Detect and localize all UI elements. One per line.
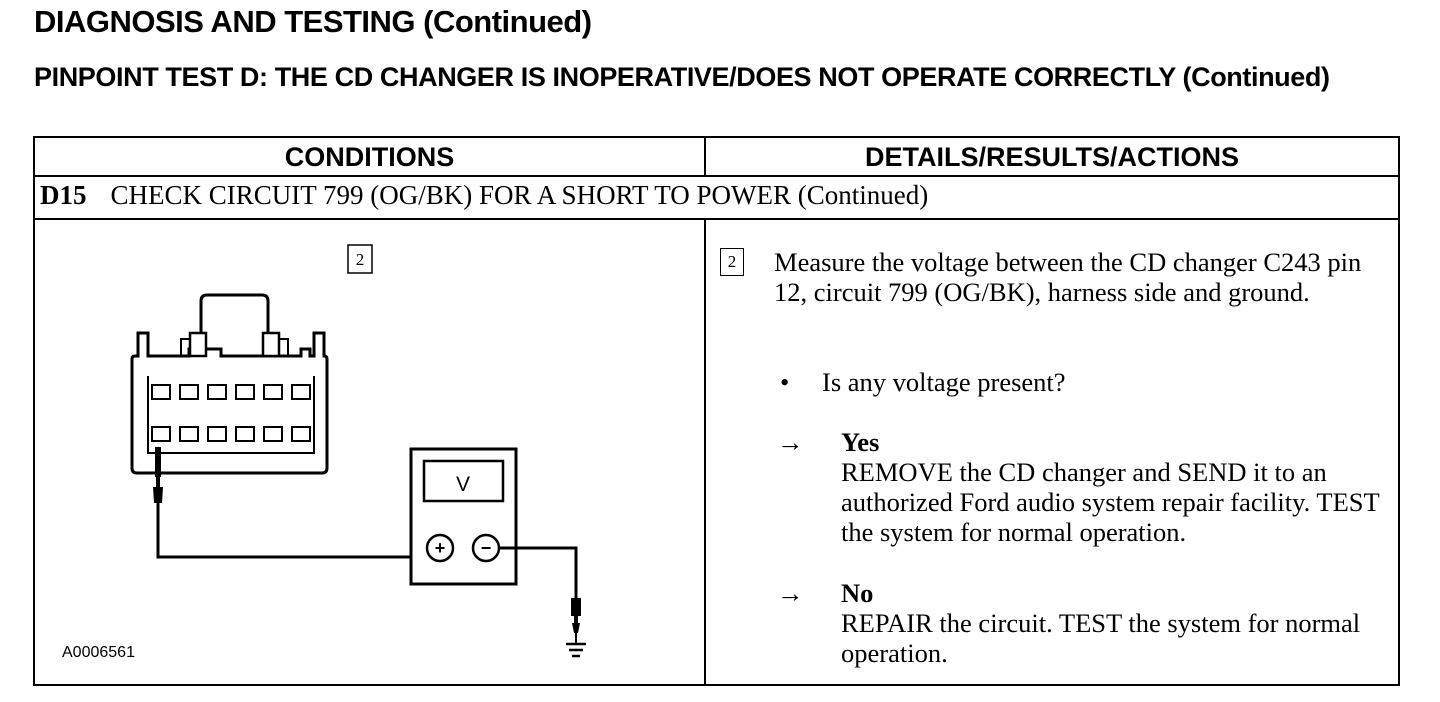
meter-display-text: V: [456, 473, 470, 496]
minus-terminal: −: [481, 538, 492, 558]
probe-icon: [153, 447, 163, 503]
no-label: No: [841, 578, 874, 608]
body-column-divider: [704, 218, 706, 684]
details-header: DETAILS/RESULTS/ACTIONS: [864, 142, 1239, 172]
figure-id: A0006561: [62, 644, 135, 661]
ground-probe-icon: [571, 598, 581, 644]
page-title: DIAGNOSIS AND TESTING (Continued): [34, 4, 592, 39]
header-column-divider: [704, 138, 706, 176]
step-row: D15 CHECK CIRCUIT 799 (OG/BK) FOR A SHORT…: [40, 180, 928, 211]
plus-terminal: +: [435, 538, 446, 558]
step-box-icon: 2: [720, 248, 744, 276]
yes-label: Yes: [841, 427, 880, 457]
voltmeter-icon: V + −: [409, 447, 518, 586]
bullet: •: [780, 367, 790, 397]
positive-lead-wire: [156, 503, 427, 559]
header-divider: [35, 175, 1398, 177]
step-box-number: 2: [727, 252, 737, 271]
step-divider: [35, 218, 1398, 220]
step-box-icon: [347, 244, 373, 274]
negative-lead-wire: [499, 546, 578, 598]
question-text: Is any voltage present?: [822, 367, 1066, 397]
instruction-text: Measure the voltage between the CD chang…: [774, 247, 1362, 307]
step-id: D15: [40, 180, 87, 210]
wiring-diagram-svg: 2: [62, 244, 586, 661]
details-column: 2 Measure the voltage between the CD cha…: [717, 221, 1397, 681]
no-arrow-icon: →: [777, 578, 804, 608]
diagnostic-table: CONDITIONS DETAILS/RESULTS/ACTIONS D15 CH…: [33, 136, 1400, 686]
yes-action-text: REMOVE the CD changer and SEND it to an …: [841, 457, 1380, 547]
voltage-test-diagram: 2: [35, 221, 703, 686]
conditions-header: CONDITIONS: [284, 142, 455, 172]
step-title: CHECK CIRCUIT 799 (OG/BK) FOR A SHORT TO…: [110, 180, 929, 210]
yes-arrow-icon: →: [777, 427, 804, 457]
no-action-text: REPAIR the circuit. TEST the system for …: [841, 608, 1361, 668]
step-box-number: 2: [356, 250, 365, 269]
connector-c243-icon: [130, 293, 329, 475]
pinpoint-test-title: PINPOINT TEST D: THE CD CHANGER IS INOPE…: [34, 62, 1330, 92]
ground-symbol-icon: [566, 642, 586, 658]
connector-pins-icon: [151, 384, 311, 442]
